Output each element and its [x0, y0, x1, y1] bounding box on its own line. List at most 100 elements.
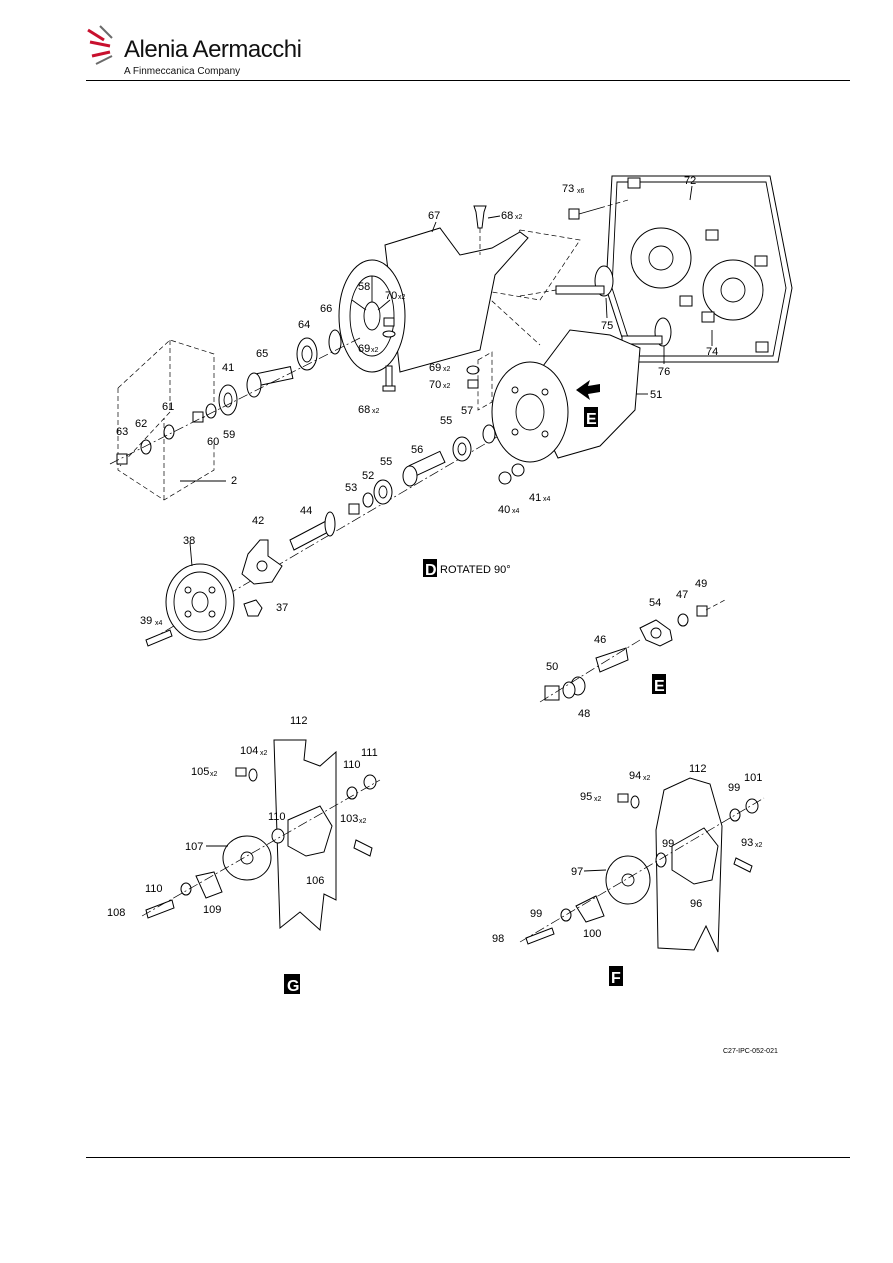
washer-62	[140, 439, 152, 455]
callout-41-bottom-qty: x4	[543, 496, 551, 503]
callout-41-top: 41	[222, 362, 234, 374]
washer-69-side	[466, 365, 480, 375]
nut-70-washer-69-top	[382, 317, 396, 338]
leader-lines	[180, 185, 713, 872]
brand-name: Alenia Aermacchi	[124, 36, 302, 63]
washer-52	[362, 492, 374, 508]
callout-75: 75	[601, 320, 613, 332]
callout-110-low: 110	[145, 883, 163, 895]
view-letter-f-box	[609, 966, 623, 986]
callout-56: 56	[411, 444, 423, 456]
nut-37	[243, 599, 263, 617]
callout-68-top-qty: x2	[515, 214, 523, 221]
shaft-75	[519, 265, 614, 297]
callout-51: 51	[650, 389, 662, 401]
bolt-39	[145, 629, 173, 647]
callout-104: 104	[240, 745, 258, 757]
view-letter-g-box	[284, 974, 300, 994]
callout-58: 58	[358, 281, 370, 293]
callout-112-g: 112	[290, 715, 308, 727]
callout-69-side-qty: x2	[443, 366, 451, 373]
callout-98: 98	[492, 933, 504, 945]
callout-70-top: 70	[385, 290, 397, 302]
callout-69-top-qty: x2	[371, 347, 379, 354]
callout-107: 107	[185, 841, 203, 853]
view-letter-e-box	[584, 407, 598, 427]
callout-65: 65	[256, 348, 268, 360]
bolt-73	[568, 199, 629, 220]
page-header: Alenia Aermacchi A Finmeccanica Company	[0, 0, 893, 82]
callout-40-qty: x4	[512, 508, 520, 515]
callout-94: 94	[629, 770, 641, 782]
view-g-assembly	[141, 739, 381, 932]
callout-57: 57	[461, 405, 473, 417]
bearing-41	[218, 384, 238, 416]
view-d-caption: ROTATED 90°	[440, 564, 511, 576]
fitting-42	[241, 539, 283, 585]
callout-105: 105	[191, 766, 209, 778]
callout-105-qty: x2	[210, 771, 218, 778]
callout-37: 37	[276, 602, 288, 614]
washer-40	[498, 471, 512, 485]
bushing-53	[348, 503, 360, 515]
washer-61	[163, 424, 175, 440]
bearing-55-right	[452, 436, 472, 462]
view-arrow	[576, 380, 600, 400]
callout-101: 101	[744, 772, 762, 784]
callout-63: 63	[116, 426, 128, 438]
callout-73-qty: x6	[577, 188, 585, 195]
callout-93-qty: x2	[755, 842, 763, 849]
screw-68-bottom	[382, 365, 396, 392]
view-letter-g: G	[287, 978, 299, 995]
shaft-44	[289, 511, 336, 551]
callout-109: 109	[203, 904, 221, 916]
bearing-64	[296, 337, 318, 371]
callout-69-top: 69	[358, 343, 370, 355]
view-letter-e: E	[586, 411, 597, 428]
callout-41-bottom: 41	[529, 492, 541, 504]
callout-99-low: 99	[530, 908, 542, 920]
callout-96: 96	[690, 898, 702, 910]
callout-99-top: 99	[728, 782, 740, 794]
callout-60: 60	[207, 436, 219, 448]
callout-52: 52	[362, 470, 374, 482]
callout-67: 67	[428, 210, 440, 222]
callout-42: 42	[252, 515, 264, 527]
callout-94-qty: x2	[643, 775, 651, 782]
ring-57	[482, 424, 496, 444]
nut-63	[116, 453, 128, 465]
callout-54: 54	[649, 597, 661, 609]
callout-61: 61	[162, 401, 174, 413]
view-f-assembly	[519, 777, 765, 953]
housing-67	[338, 227, 529, 373]
callout-106: 106	[306, 875, 324, 887]
callout-108: 108	[107, 907, 125, 919]
callout-112-f: 112	[689, 763, 707, 775]
callout-39-qty: x4	[155, 620, 163, 627]
figure-reference: C27-IPC-052-021	[723, 1048, 778, 1055]
callout-99-mid: 99	[662, 838, 674, 850]
screw-68-top	[473, 205, 487, 255]
nut-41	[511, 463, 525, 477]
callout-76: 76	[658, 366, 670, 378]
callout-38: 38	[183, 535, 195, 547]
callout-53: 53	[345, 482, 357, 494]
drum-housing-51	[491, 329, 641, 463]
callout-55-left: 55	[380, 456, 392, 468]
spacer-56	[402, 450, 446, 487]
callout-39: 39	[140, 615, 152, 627]
callout-66: 66	[320, 303, 332, 315]
callout-46: 46	[594, 634, 606, 646]
nut-70-side	[467, 379, 479, 389]
callout-104-qty: x2	[260, 750, 268, 757]
header-rule	[86, 80, 850, 81]
callout-70-side-qty: x2	[443, 383, 451, 390]
callout-64: 64	[298, 319, 310, 331]
callout-110-mid: 110	[268, 811, 286, 823]
mounting-panel-72	[605, 175, 793, 363]
callout-44: 44	[300, 505, 312, 517]
callout-103: 103	[340, 813, 358, 825]
brand-tagline: A Finmeccanica Company	[124, 66, 241, 77]
callout-49: 49	[695, 578, 707, 590]
